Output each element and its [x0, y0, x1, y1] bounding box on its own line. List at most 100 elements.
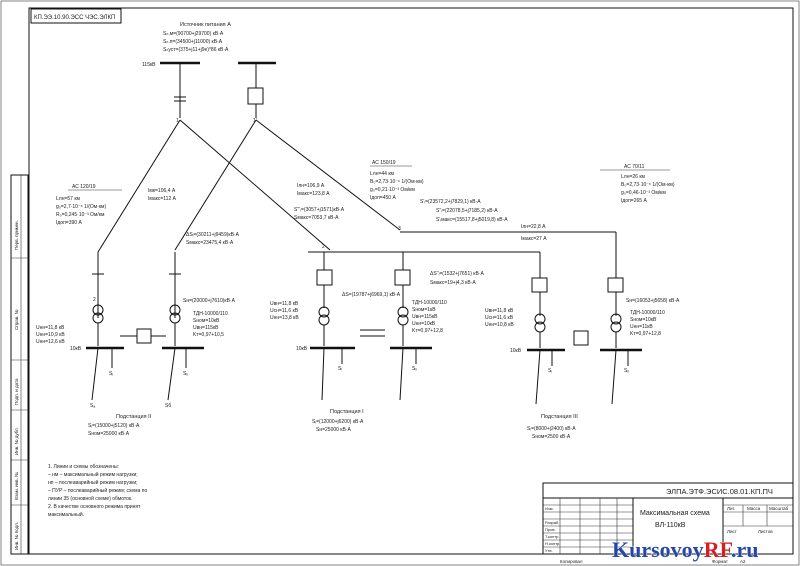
- line-param: Iдоп=265 А: [621, 198, 647, 204]
- breaker-box: [247, 87, 264, 105]
- transformer-param: Kт=0,97+12,8: [412, 328, 443, 334]
- stamp-header: Лит.: [727, 506, 735, 511]
- flow-value: ΔSᵢ=(30211+j9459)кВ·А: [186, 232, 240, 238]
- voltage-value: Uсн=11,6 кВ: [270, 308, 299, 314]
- substation-title: Подстанция III: [541, 414, 578, 420]
- source-line: Sₙ.м=(90700+j29700) кВ·А: [163, 31, 224, 37]
- line-param: B₀=2,73·10⁻⁶ 1/(Ом·км): [370, 179, 424, 185]
- line-param: Lлн=44 км: [370, 171, 395, 177]
- bus-label: 10кВ: [510, 348, 522, 354]
- side-label: Инв. № подл.: [14, 522, 19, 550]
- line-network: 3 2: [97, 119, 616, 253]
- breaker-box: [394, 269, 411, 286]
- power-flows: S'''ᵢ=(3057+j1571)кВ·А Sмакс=7053,7 кВ·А…: [186, 199, 508, 298]
- line-param: B₀=2,73·10⁻⁶ 1/(Ом·км): [621, 182, 675, 188]
- bottom-strip-label: Копировал: [560, 559, 583, 564]
- transformer-winding: [610, 313, 622, 325]
- transformer-param: Uнн=11кВ: [630, 324, 653, 330]
- bus-label: 10кВ: [70, 346, 82, 352]
- transformer-param: Sном=10кВ: [193, 318, 220, 324]
- side-label: Справ. №: [14, 309, 19, 330]
- note-line: линии 35 (основной схеме) обмоток.: [48, 495, 133, 502]
- watermark-text: KursovoyRF.ru: [612, 537, 759, 562]
- source-a: Источник питания А Sₙ.м=(90700+j29700) к…: [142, 22, 276, 124]
- sheet-title: ВЛ-110кВ: [655, 522, 686, 529]
- flow-value: ΔS''ᵢ=(1532+j7651) кВ·А: [430, 271, 484, 277]
- voltage-value: Uнн=13,8 кВ: [270, 315, 299, 321]
- transformer-winding: [397, 306, 409, 318]
- voltage-value: Uвн=11,8 кВ: [485, 308, 514, 314]
- note-line: 2. В качестве основного режима принят: [48, 504, 141, 510]
- notes-block: 1. Линии и схемы обозначены: – нм – макс…: [48, 464, 147, 518]
- line-current: Iмк=106,4 А: [148, 188, 176, 194]
- line-param: Lлн=57 км: [56, 196, 81, 202]
- substation-1: 10кВ Uвн=11,8 кВ Uсн=11,6 кВ Uнн=13,8 кВ…: [270, 252, 447, 433]
- node-label: 2: [93, 297, 96, 303]
- side-label: Перв. примен.: [14, 220, 19, 250]
- line-ai-annotation: АС 120/19 Lлн=57 км g₀=2,7·10⁻⁶ 1/(Ом·км…: [56, 184, 177, 226]
- transformer-winding: [534, 313, 546, 325]
- stamp-row: Разраб.: [545, 520, 559, 525]
- drawing-frame: [28, 7, 794, 555]
- note-line: нп – послеаварийный режим нагрузки;: [48, 479, 138, 486]
- stamp-row: Н.контр.: [545, 541, 560, 546]
- code-box: [30, 8, 122, 24]
- node-label: Sᵢᵢ: [624, 368, 629, 374]
- stamp-row: Утв.: [545, 548, 553, 553]
- line-title: АС 70/11: [624, 164, 645, 170]
- note-line: 1. Линии и схемы обозначены:: [48, 464, 119, 470]
- line-current: Iмакс=123,8 А: [297, 191, 330, 197]
- stamp-header: Листов: [758, 529, 773, 534]
- drawing-code: КП.ЭЭ.10.90.ЭСС ЧЭС.ЭЛКП: [34, 15, 115, 21]
- stamp-header: Масштаб: [769, 506, 789, 511]
- line-param: Lлн=26 км: [621, 174, 646, 180]
- stamp-row: Пров.: [545, 527, 556, 532]
- node-label: Sₐ: [90, 403, 95, 409]
- transformer-param: Sном=1кВ: [412, 307, 436, 313]
- sheet-title: Максимальная схема: [640, 510, 710, 517]
- line-param: Iдоп=450 А: [370, 195, 396, 201]
- node-label: Sᵢᵢ: [183, 371, 188, 377]
- note-line: – ПУР – послеаварийный режим; схема по: [48, 487, 147, 494]
- transformer-param: Sном=10кВ: [630, 317, 657, 323]
- flow-value: Sмакс=7053,7 кВ·А: [294, 215, 339, 221]
- stamp-code: ЭЛПА.ЭТФ.ЭСИС.08.01.КП.ПЧ: [666, 487, 773, 496]
- source-line: Sₙ.п=(34500+j11000) кВ·А: [163, 39, 223, 45]
- note-line: максимальный.: [48, 511, 84, 518]
- transformer-param: Kт=0,97+12,8: [630, 331, 661, 337]
- flow-value: Sмакс=19+j4,3 кВ·А: [430, 280, 476, 286]
- load-value: Sн=(20000+j7610)кВ·А: [183, 298, 236, 304]
- line-current: Iмакс=112 А: [148, 196, 177, 202]
- bottom-strip-label: Формат: [712, 559, 728, 564]
- flow-value: S'ᵢмакс=(15517,8+j5019,8) кВ·А: [436, 217, 508, 223]
- bus-label: 10кВ: [296, 346, 308, 352]
- stamp-row: Т.контр.: [545, 534, 560, 539]
- line-current: Iлн=22,8 А: [521, 224, 546, 230]
- substation-param: Sном=25000 кВ·А: [88, 431, 130, 437]
- flow-value: S'''ᵢ=(3057+j1571)кВ·А: [294, 207, 345, 213]
- transformer-param: Uвн=115кВ: [412, 314, 438, 320]
- stamp-header: Масса: [747, 506, 761, 511]
- bottom-strip-label: А2: [740, 559, 746, 564]
- flow-value: Sмакс=23475,4 кВ·А: [186, 240, 234, 246]
- side-label: Взам. инв. №: [14, 472, 19, 500]
- transformer-winding: [318, 306, 330, 318]
- line-current: Iмакс=27 А: [521, 236, 547, 242]
- stamp-row: Изм.: [545, 506, 554, 511]
- substation-param: Sн=25000 кВ·А: [316, 427, 351, 433]
- substation-title: Подстанция I: [330, 409, 364, 415]
- node-label: Sᵢᵢ: [412, 366, 417, 372]
- voltage-value: Uнн=11,8 кВ: [36, 325, 65, 331]
- line-param: R₀=0,245·10⁻³ Ом/км: [56, 212, 105, 218]
- transformer-param: Uнн=10кВ: [412, 321, 436, 327]
- line-iii-annotation: АС 150/19 Lлн=44 км B₀=2,73·10⁻⁶ 1/(Ом·к…: [297, 160, 424, 201]
- substation-param: Sᵢ=(12000+j6200) кВ·А: [312, 419, 364, 425]
- transformer-name: ТДН-10000/110: [630, 310, 665, 316]
- load-value: Sн=(16053+j5658) кВ·А: [626, 298, 680, 304]
- node-label: Sᵢ: [338, 366, 342, 372]
- node-label: 3: [398, 226, 401, 232]
- title-block: ЭЛПА.ЭТФ.ЭСИС.08.01.КП.ПЧ Максимальная с…: [542, 482, 794, 564]
- voltage-value: Uнн=10,8 кВ: [485, 322, 514, 328]
